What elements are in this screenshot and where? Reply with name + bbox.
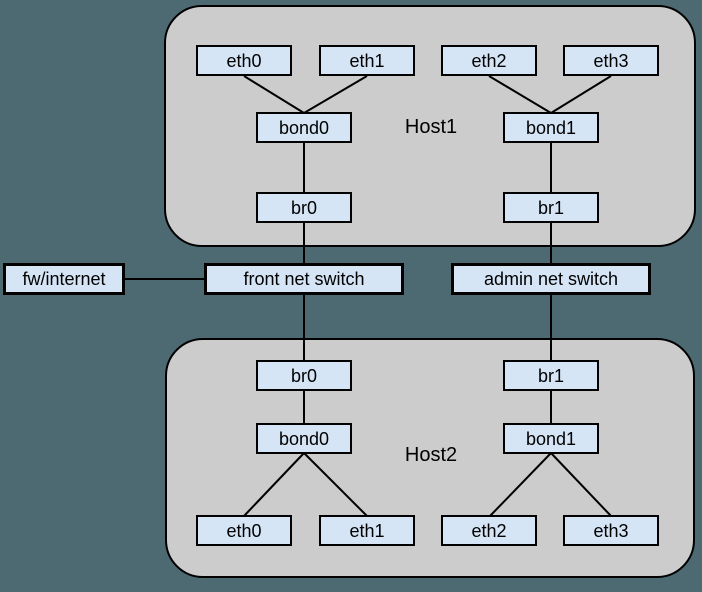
node-front-net-switch: front net switch	[204, 263, 404, 295]
node-host1-bond1: bond1	[503, 112, 599, 143]
node-host2-eth0: eth0	[196, 515, 292, 546]
node-host2-eth1: eth1	[319, 515, 415, 546]
node-host2-br1: br1	[503, 360, 599, 391]
node-fw-internet: fw/internet	[3, 263, 125, 295]
node-host1-eth0: eth0	[196, 45, 292, 76]
node-host1-br0: br0	[256, 192, 352, 223]
node-host2-bond1: bond1	[503, 423, 599, 454]
node-host2-br0: br0	[256, 360, 352, 391]
node-host1-eth3: eth3	[563, 45, 659, 76]
host1-label: Host1	[404, 116, 458, 138]
node-host1-eth2: eth2	[441, 45, 537, 76]
node-host2-bond0: bond0	[256, 423, 352, 454]
node-host1-bond0: bond0	[256, 112, 352, 143]
node-host1-eth1: eth1	[319, 45, 415, 76]
node-host2-eth2: eth2	[441, 515, 537, 546]
host2-label: Host2	[404, 444, 458, 466]
node-host2-eth3: eth3	[563, 515, 659, 546]
node-host1-br1: br1	[503, 192, 599, 223]
node-admin-net-switch: admin net switch	[451, 263, 651, 295]
